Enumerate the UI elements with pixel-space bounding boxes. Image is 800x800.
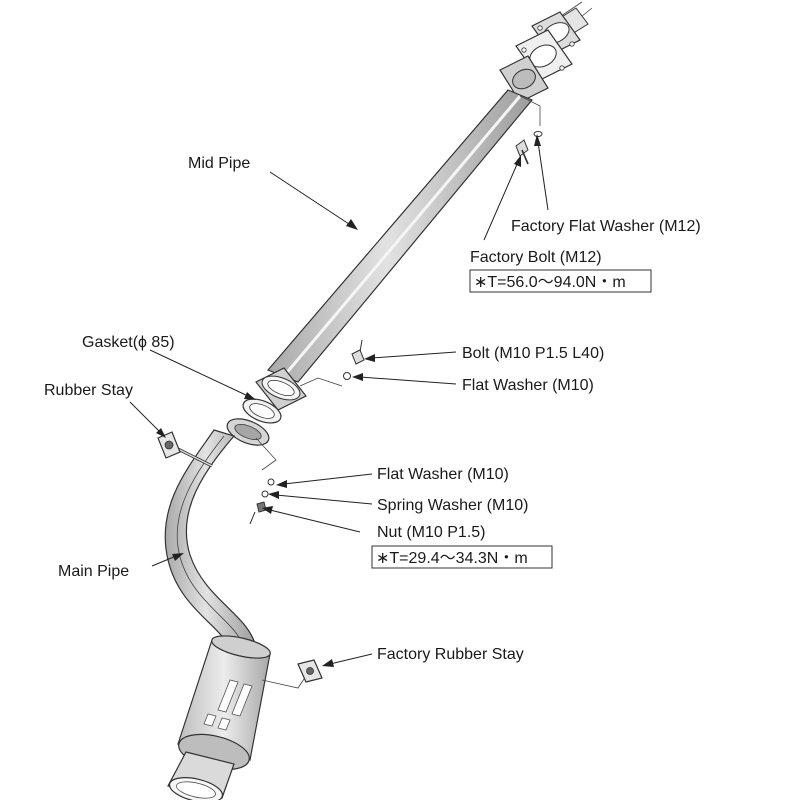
muffler: [167, 635, 271, 800]
leader-lines: [129, 134, 549, 667]
torque-spec-lower: ∗T=29.4〜34.3N・m: [376, 550, 528, 567]
label-rubber-stay: Rubber Stay: [44, 382, 133, 399]
factory-rubber-stay: [261, 659, 323, 689]
label-bolt: Bolt (M10 P1.5 L40): [462, 345, 604, 362]
factory-flange: [531, 11, 581, 55]
label-gasket: Gasket(ϕ 85): [82, 334, 175, 351]
gasket-85: [242, 398, 282, 424]
upper-gasket: [515, 29, 573, 81]
mid-pipe: [255, 55, 549, 411]
label-mid-pipe: Mid Pipe: [188, 155, 250, 172]
torque-spec-upper: ∗T=56.0〜94.0N・m: [474, 274, 626, 291]
lower-joint-hardware: [249, 437, 277, 525]
label-nut: Nut (M10 P1.5): [377, 524, 485, 541]
label-main-pipe: Main Pipe: [58, 563, 129, 580]
label-flat-washer-upper: Flat Washer (M10): [462, 377, 594, 394]
rubber-stay: [157, 431, 213, 468]
label-spring-washer: Spring Washer (M10): [377, 497, 528, 514]
factory-bolt-hardware: [515, 95, 543, 165]
main-pipe: [164, 418, 270, 651]
label-factory-bolt: Factory Bolt (M12): [470, 249, 602, 266]
label-factory-rubber-stay: Factory Rubber Stay: [377, 646, 524, 663]
label-flat-washer-lower: Flat Washer (M10): [377, 466, 509, 483]
label-factory-flat-washer: Factory Flat Washer (M12): [511, 218, 701, 235]
torque-box-upper: [469, 269, 652, 293]
mid-joint-hardware: [299, 339, 365, 387]
torque-box-lower: [371, 545, 553, 569]
